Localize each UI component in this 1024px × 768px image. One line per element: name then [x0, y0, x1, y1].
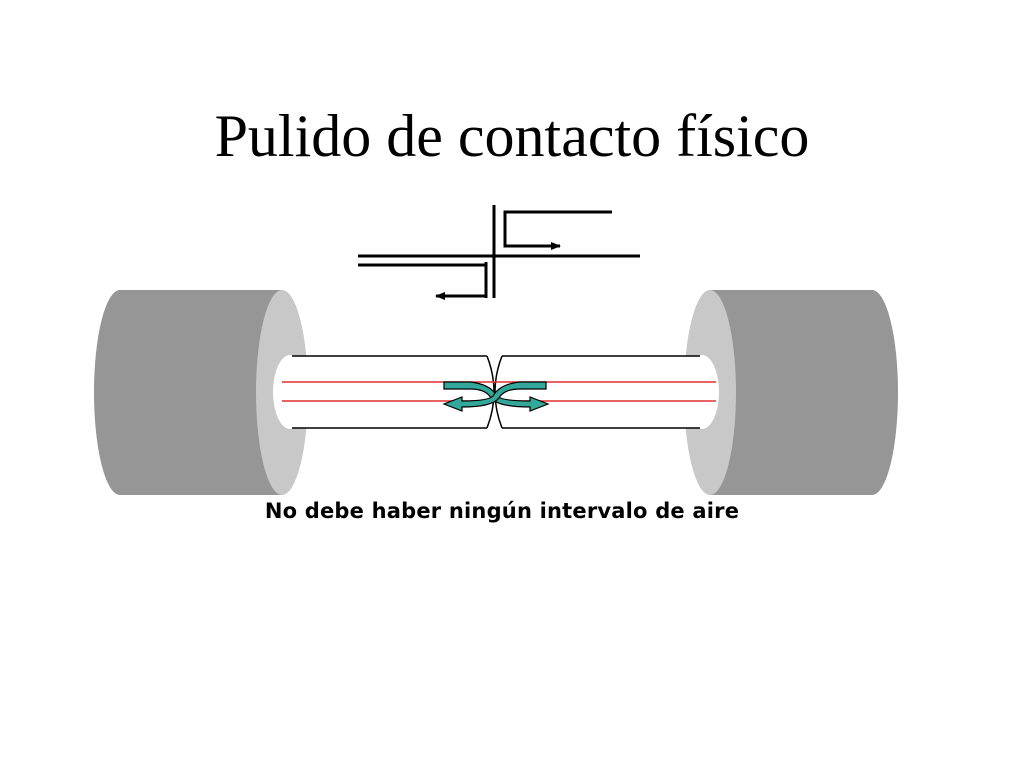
light-transmission-arrows-icon [442, 381, 550, 412]
air-gap-caption: No debe haber ningún intervalo de aire [264, 499, 740, 523]
slide-title: Pulido de contacto físico [214, 103, 810, 169]
reflection-diagram-icon [358, 205, 640, 300]
right-ferrule [684, 290, 899, 495]
right-fiber [494, 355, 716, 429]
left-ferrule [94, 290, 308, 495]
left-fiber [282, 355, 495, 429]
